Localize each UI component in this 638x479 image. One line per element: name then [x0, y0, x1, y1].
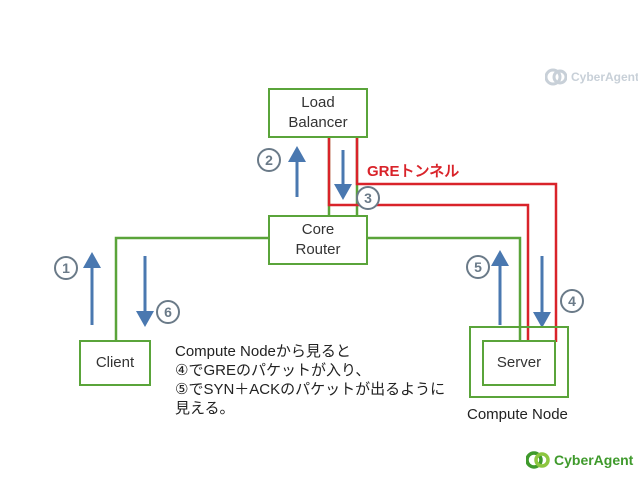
step-badge-1: 1 [54, 256, 78, 280]
arrow-step-3 [334, 150, 352, 200]
arrow-step-2 [288, 146, 306, 197]
cyberagent-wordmark-top: CyberAgent [571, 70, 638, 84]
cyberagent-wordmark-bottom: CyberAgent [554, 452, 634, 468]
arrow-step-4 [533, 256, 551, 328]
step-badge-3: 3 [356, 186, 380, 210]
gre-tunnel-label: GREトンネル [367, 163, 460, 180]
step-badge-6: 6 [156, 300, 180, 324]
step-badge-5: 5 [466, 255, 490, 279]
server-label: Server [496, 354, 542, 371]
core-router-label: Core Router [295, 221, 341, 258]
step-badge-4: 4 [560, 289, 584, 313]
client-label: Client [95, 354, 135, 371]
arrow-step-5 [491, 250, 509, 325]
core-router-box: Core Router [268, 215, 368, 265]
cyberagent-logo-top: CyberAgent [545, 68, 638, 86]
step-badge-2: 2 [257, 148, 281, 172]
load-balancer-box: Load Balancer [268, 88, 368, 138]
link-router-client [114, 236, 268, 340]
arrow-step-6 [136, 256, 154, 327]
arrow-step-1 [83, 252, 101, 325]
server-box: Server [482, 340, 556, 386]
client-box: Client [79, 340, 151, 386]
link-router-server [368, 236, 522, 340]
gre-tunnel-inner [327, 138, 530, 342]
cyberagent-mark-icon [545, 68, 567, 86]
compute-node-label: Compute Node [467, 406, 568, 423]
gre-tunnel-outer [355, 138, 558, 342]
cyberagent-mark-icon [526, 451, 550, 469]
compute-node-frame [469, 326, 569, 398]
explanation-note: Compute Nodeから見ると ④でGREのパケットが入り、 ⑤でSYN＋A… [175, 343, 446, 417]
load-balancer-label: Load Balancer [288, 94, 348, 131]
cyberagent-logo-bottom: CyberAgent [526, 450, 633, 470]
